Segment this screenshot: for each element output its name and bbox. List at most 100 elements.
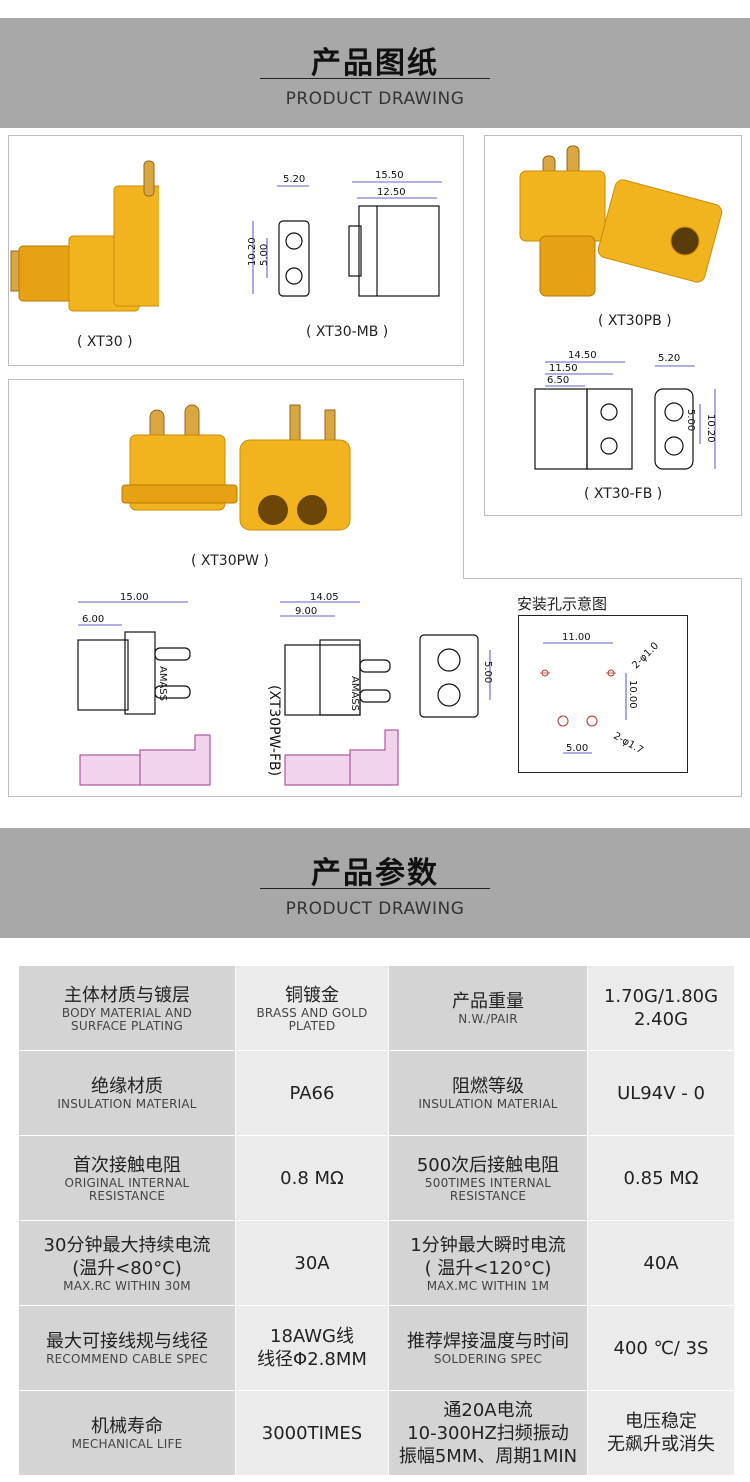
spec-row: 30分钟最大持续电流 (温升<80°C)MAX.RC WITHIN 30M 30A… [18, 1220, 735, 1306]
spec-label-right-text: 推荐焊接温度与时间 [407, 1331, 569, 1352]
spec-label-right-text: 500次后接触电阻 [416, 1154, 560, 1176]
hole-dim-4: 5.00 [566, 743, 588, 754]
spec-label-right-en: SOLDERING SPEC [433, 1352, 543, 1366]
hole-dim-1: 11.00 [562, 632, 591, 643]
mb-dim-1: 5.20 [283, 174, 305, 185]
spec-value-right-text: 40A [643, 1252, 679, 1274]
spec-value-left-text: PA66 [289, 1082, 335, 1104]
drawing-banner-subtitle: PRODUCT DRAWING [285, 89, 465, 109]
spec-label-left-text: 主体材质与镀层 [64, 984, 190, 1006]
pwfb-brand-1: AMASS [157, 666, 168, 701]
banner-rule [260, 888, 490, 889]
mb-dim-2: 15.50 [375, 170, 404, 181]
panel-step-line [463, 578, 742, 579]
fb-dim-4: 5.20 [658, 353, 680, 364]
spec-value-left: 0.8 MΩ [235, 1135, 389, 1221]
spec-value-right-text: 0.85 MΩ [623, 1167, 699, 1189]
spec-value-left-text: 30A [294, 1252, 330, 1274]
spec-label-left-text: 机械寿命 [91, 1416, 163, 1437]
spec-value-right-text: 1.70G/1.80G 2.40G [603, 986, 719, 1030]
spec-label-left: 30分钟最大持续电流 (温升<80°C)MAX.RC WITHIN 30M [18, 1220, 236, 1306]
pwfb-dim-3: 14.05 [310, 592, 339, 603]
spec-value-right: 400 ℃/ 3S [587, 1305, 735, 1391]
xt30pw-caption: ( XT30PW ) [191, 553, 269, 569]
xt30fb-caption: ( XT30-FB ) [584, 486, 663, 502]
xt30-caption: ( XT30 ) [77, 334, 133, 350]
hole-diagram: 11.00 2-φ1.0 10.00 5.00 2-φ1.7 [518, 615, 688, 773]
mb-dim-3: 12.50 [377, 187, 406, 198]
spec-value-right: 1.70G/1.80G 2.40G [587, 965, 735, 1051]
spec-label-left-text: 绝缘材质 [91, 1076, 163, 1097]
spec-value-left: PA66 [235, 1050, 389, 1136]
spec-value-left: 30A [235, 1220, 389, 1306]
spec-label-left-en: INSULATION MATERIAL [57, 1097, 197, 1111]
pwfb-dim-5: 5.00 [482, 661, 493, 683]
params-banner-subtitle: PRODUCT DRAWING [285, 899, 465, 919]
xt30pb-caption: ( XT30PB ) [598, 313, 672, 329]
spec-value-left-text: 0.8 MΩ [280, 1167, 344, 1189]
spec-label-left-text: 最大可接线规与线径 [46, 1331, 208, 1352]
spec-label-right-en: 500TIMES INTERNAL RESISTANCE [424, 1175, 552, 1203]
panel-xt30: ( XT30 ) 5.20 15.50 12.50 10.20 5.00 ( X… [8, 135, 464, 366]
spec-label-left-en: MECHANICAL LIFE [71, 1437, 183, 1451]
spec-label-left-en: ORIGINAL INTERNAL RESISTANCE [64, 1175, 190, 1203]
spec-value-left: 18AWG线 线径Φ2.8MM [235, 1305, 389, 1391]
fb-dim-5: 5.00 [685, 409, 696, 431]
spec-label-right-text: 阻燃等级 [452, 1076, 524, 1097]
spec-value-right: 40A [587, 1220, 735, 1306]
pwfb-dim-2: 6.00 [82, 614, 104, 625]
xt30pw-photo [121, 404, 351, 531]
panel-xt30pb: ( XT30PB ) 14.50 11.50 6.50 5.20 5.00 10… [484, 135, 742, 516]
spec-value-right: 0.85 MΩ [587, 1135, 735, 1221]
spec-label-right-en: INSULATION MATERIAL [418, 1097, 558, 1111]
fb-dim-2: 11.50 [549, 363, 578, 374]
xt30pb-photo [519, 145, 723, 297]
spec-value-left-text: 3000TIMES [261, 1422, 363, 1444]
drawing-banner: 产品图纸 PRODUCT DRAWING [0, 18, 750, 128]
params-banner: 产品参数 PRODUCT DRAWING [0, 828, 750, 938]
fb-dim-6: 10.20 [705, 414, 716, 443]
pwfb-dim-4: 9.00 [295, 606, 317, 617]
hole-diagram-title: 安装孔示意图 [517, 595, 608, 613]
spec-label-right: 通20A电流 10-300HZ扫频振动 振幅5MM、周期1MIN [388, 1390, 588, 1476]
xt30fb-drawing: 14.50 11.50 6.50 5.20 5.00 10.20 [534, 350, 716, 470]
spec-value-left-text: 铜镀金 [285, 984, 339, 1006]
fb-dim-1: 14.50 [568, 350, 597, 361]
spec-label-left-en: RECOMMEND CABLE SPEC [46, 1352, 208, 1366]
pwfb-dim-1: 15.00 [120, 592, 149, 603]
spec-label-right-en: N.W./PAIR [458, 1012, 518, 1026]
spec-value-right-text: 电压稳定 无飙升或消失 [607, 1411, 715, 1455]
xt30mb-drawing: 5.20 15.50 12.50 10.20 5.00 [247, 170, 442, 297]
spec-value-right-text: 400 ℃/ 3S [613, 1337, 709, 1359]
spec-label-right-text: 产品重量 [452, 991, 524, 1012]
hole-dim-3: 10.00 [627, 680, 638, 709]
spec-label-right-text: 1分钟最大瞬时电流 ( 温升<120°C) [410, 1234, 566, 1279]
spec-label-left-text: 首次接触电阻 [73, 1154, 181, 1176]
pwfb-brand-2: AMASS [349, 676, 360, 711]
spec-label-left-en: MAX.RC WITHIN 30M [63, 1278, 191, 1293]
mb-dim-4: 10.20 [247, 237, 258, 266]
panel-step-vert [463, 379, 464, 579]
spec-label-right-en: MAX.MC WITHIN 1M [426, 1278, 550, 1293]
drawing-banner-title: 产品图纸 [311, 46, 439, 81]
spec-value-right: UL94V - 0 [587, 1050, 735, 1136]
fb-dim-3: 6.50 [547, 375, 569, 386]
spec-value-left-en: BRASS AND GOLD PLATED [256, 1005, 368, 1033]
xt30pwfb-drawing: 15.00 6.00 AMASS (XT30PW-FB) 14.05 9.00 … [77, 592, 493, 786]
mb-dim-5: 5.00 [259, 244, 270, 266]
xt30mb-caption: ( XT30-MB ) [306, 324, 389, 340]
spec-value-left-text: 18AWG线 线径Φ2.8MM [257, 1326, 367, 1370]
